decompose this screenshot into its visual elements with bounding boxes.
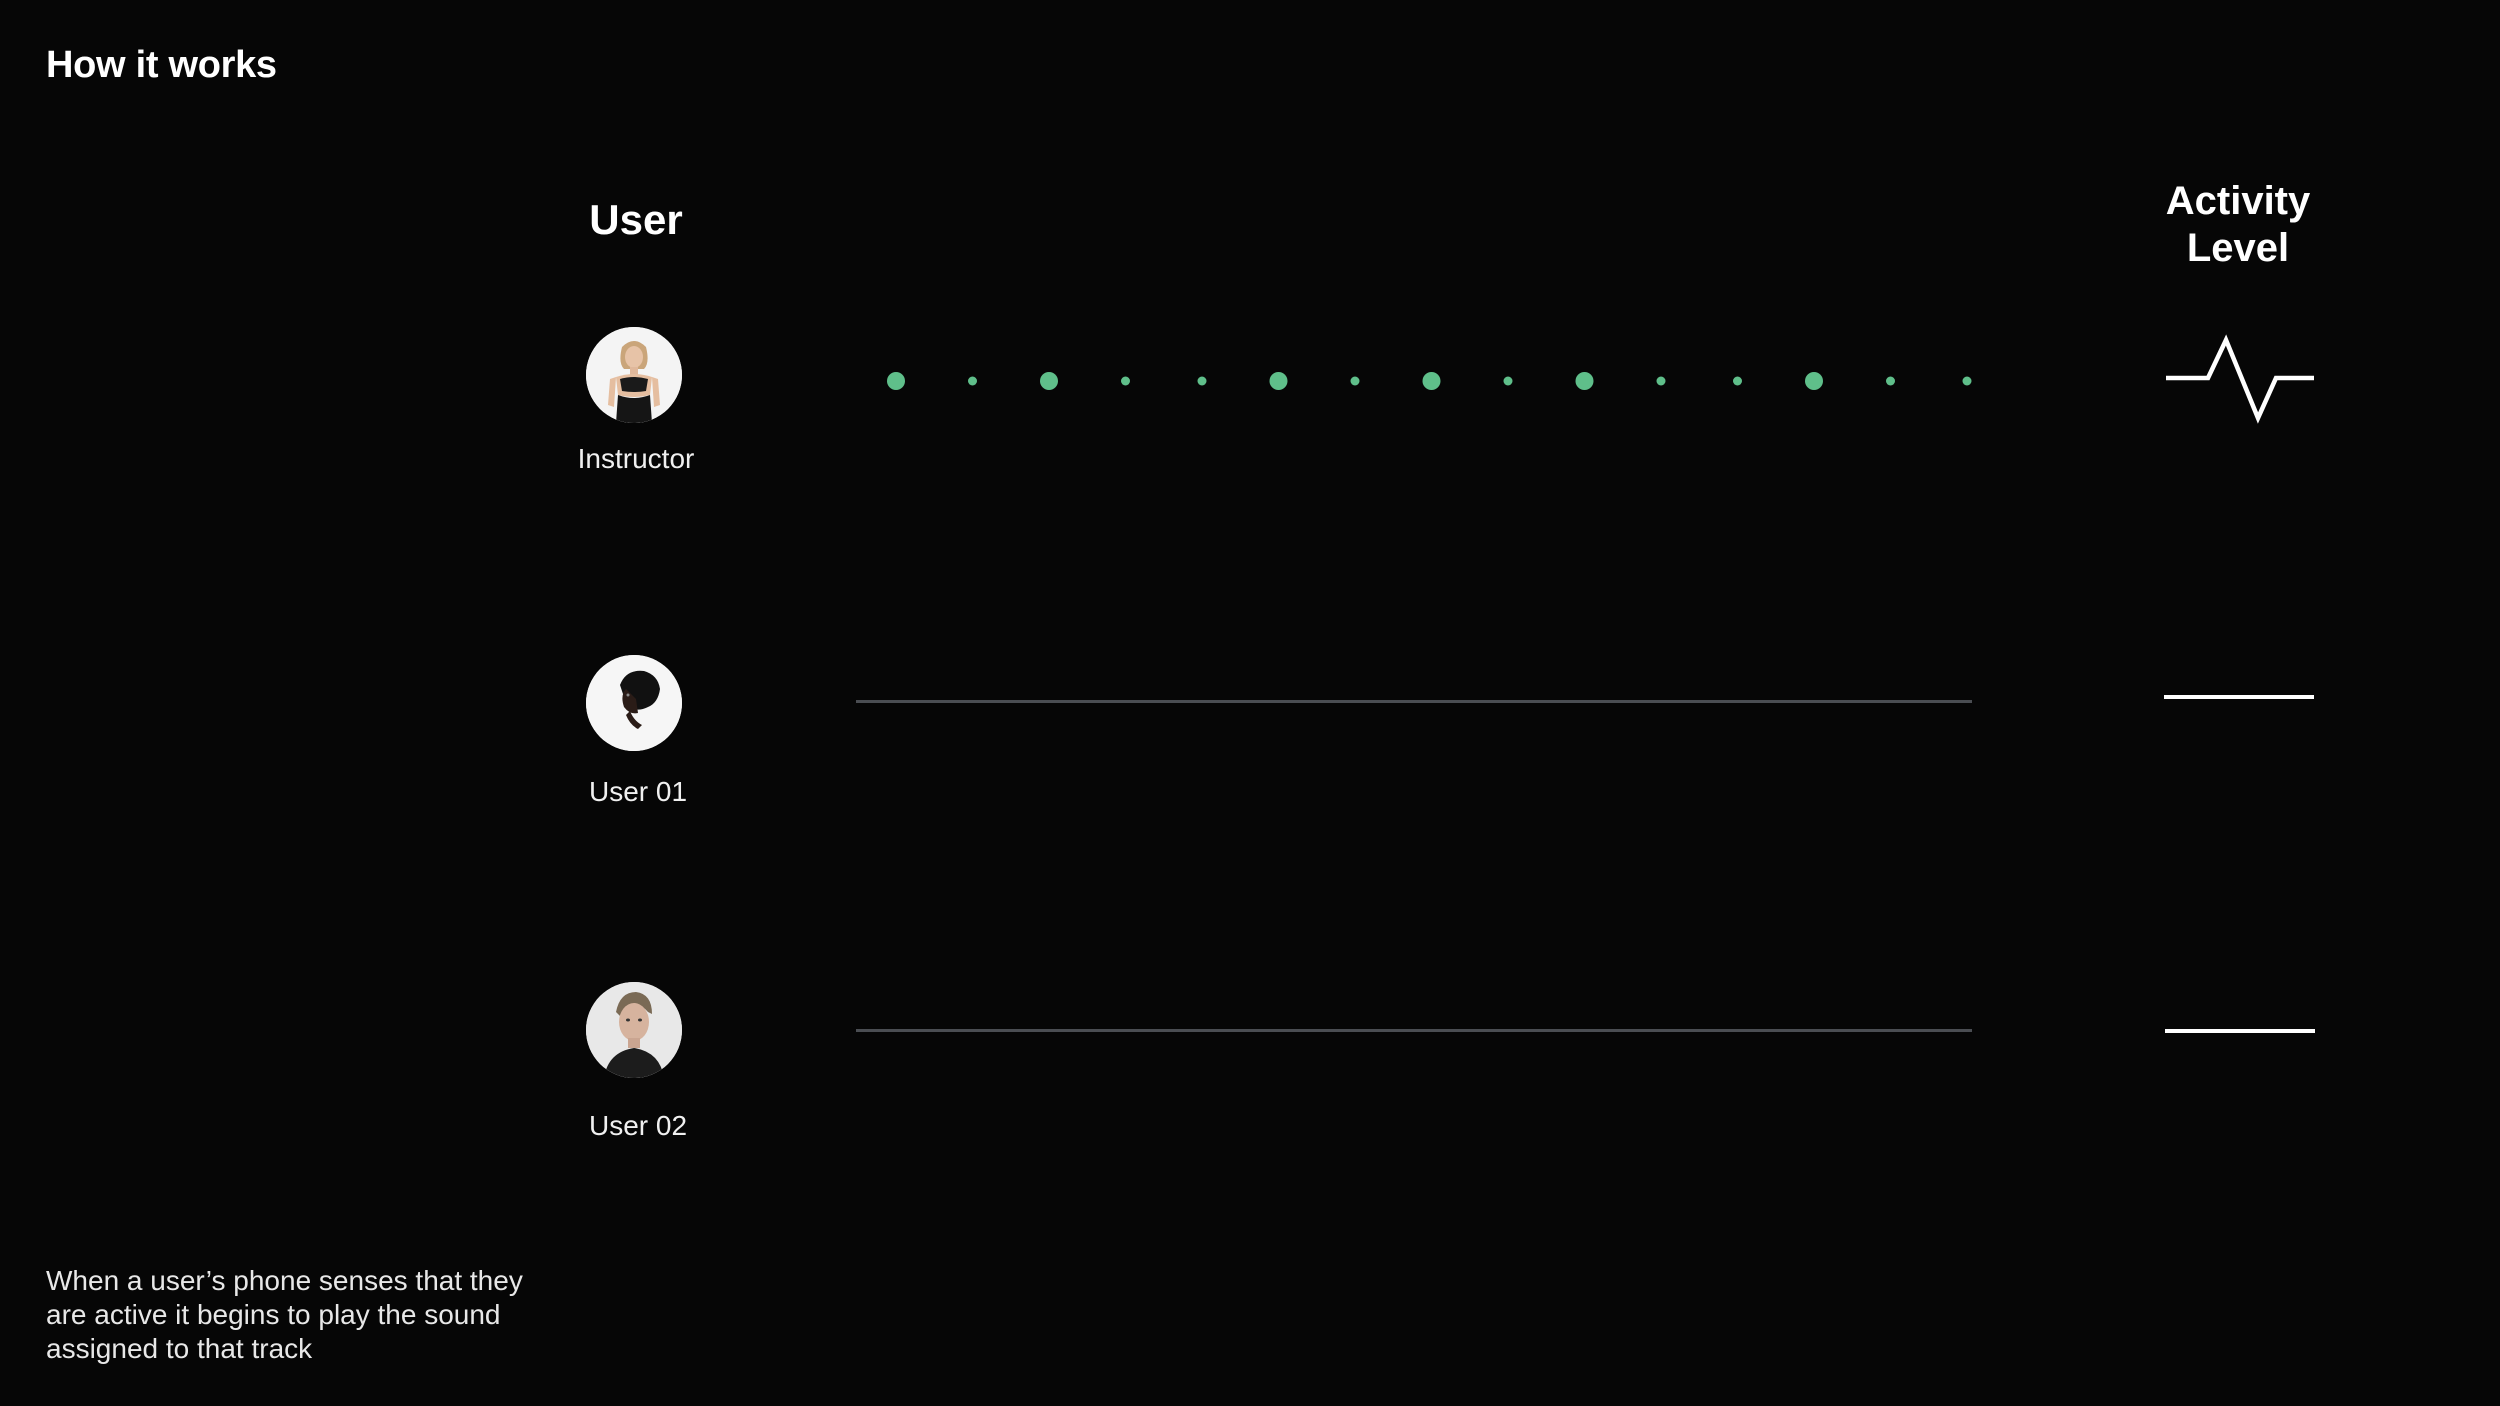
beat-dot-small — [1962, 376, 1972, 386]
beat-dot-small — [968, 376, 977, 386]
instructor-beat-track — [887, 372, 1972, 390]
user-01-track — [856, 700, 1972, 703]
row-label-user-01: User 01 — [588, 776, 688, 807]
beat-dot-small — [1656, 376, 1666, 386]
activity-level-header-line2: Level — [2186, 226, 2290, 270]
beat-dot-large — [1269, 372, 1288, 390]
beat-dot-small — [1733, 376, 1742, 386]
beat-dot-small — [1886, 376, 1895, 386]
row-label-instructor: Instructor — [577, 443, 695, 474]
pulse-icon — [2166, 334, 2314, 424]
flat-line-icon — [2164, 695, 2314, 699]
beat-dot-large — [887, 372, 905, 390]
activity-level-header-line1: Activity — [2165, 179, 2311, 223]
beat-dot-large — [1040, 372, 1058, 390]
activity-level-column-header: Activity Level — [2128, 178, 2348, 272]
beat-dot-small — [1503, 376, 1513, 386]
user-column-header: User — [589, 196, 683, 243]
flat-line-icon — [2165, 1029, 2315, 1033]
beat-dot-large — [1805, 372, 1823, 390]
row-label-user-02: User 02 — [588, 1110, 688, 1141]
beat-dot-small — [1350, 376, 1360, 386]
footnote-text: When a user’s phone senses that they are… — [46, 1265, 523, 1364]
instructor-avatar — [586, 327, 682, 423]
beat-dot-small — [1197, 376, 1207, 386]
beat-dot-small — [1121, 376, 1130, 386]
beat-dot-large — [1575, 372, 1594, 390]
page-title: How it works — [46, 44, 277, 86]
user-01-avatar — [586, 655, 682, 751]
beat-dot-large — [1422, 372, 1441, 390]
user-02-avatar — [586, 982, 682, 1078]
user-02-track — [856, 1029, 1972, 1032]
